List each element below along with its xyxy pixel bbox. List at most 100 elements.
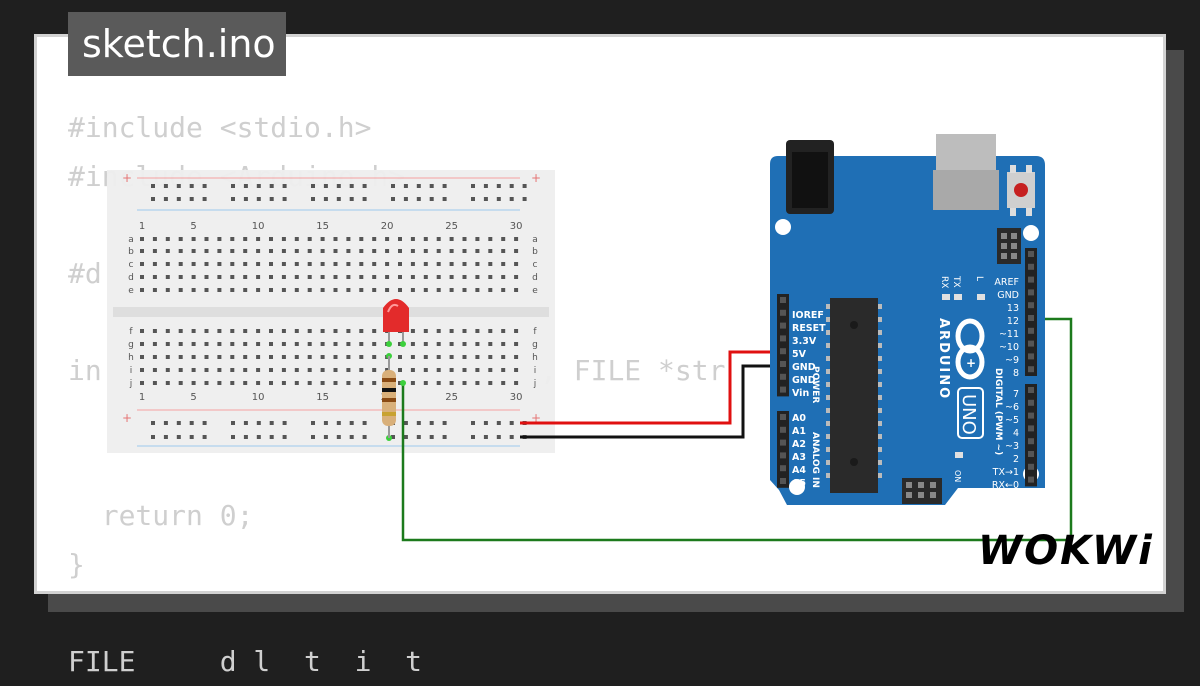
rail-hole — [430, 421, 434, 425]
rail-hole — [484, 421, 488, 425]
breadboard-hole — [153, 262, 157, 266]
breadboard-hole — [501, 355, 505, 359]
header-pin — [780, 465, 786, 471]
onboard-led-label: TX — [951, 275, 961, 288]
rail-hole — [484, 197, 488, 201]
breadboard-hole — [192, 262, 196, 266]
breadboard-hole — [385, 288, 389, 292]
breadboard-hole — [153, 275, 157, 279]
breadboard-hole — [501, 329, 505, 333]
breadboard-hole — [463, 342, 467, 346]
breadboard-hole — [269, 249, 273, 253]
breadboard-hole — [308, 237, 312, 241]
breadboard-hole — [205, 342, 209, 346]
breadboard-hole — [450, 355, 454, 359]
rail-hole — [270, 421, 274, 425]
chip-pin — [878, 317, 882, 322]
breadboard-hole — [334, 275, 338, 279]
breadboard-hole — [463, 237, 467, 241]
breadboard-hole — [192, 237, 196, 241]
chip-pin — [826, 395, 830, 400]
breadboard-hole — [179, 237, 183, 241]
header-pin — [1028, 425, 1034, 431]
chip-pin — [878, 330, 882, 335]
header-pin — [780, 323, 786, 329]
onboard-led-label: L — [974, 276, 984, 281]
breadboard-hole — [256, 368, 260, 372]
breadboard-hole — [450, 342, 454, 346]
breadboard-hole — [166, 237, 170, 241]
breadboard-hole — [437, 262, 441, 266]
rail-hole — [164, 197, 168, 201]
rail-hole — [324, 184, 328, 188]
breadboard-hole — [153, 249, 157, 253]
column-number: 30 — [510, 392, 523, 403]
sketch-filename-tab[interactable]: sketch.ino — [68, 12, 286, 76]
rail-hole — [190, 435, 194, 439]
row-letter: a — [128, 235, 134, 245]
breadboard-hole — [295, 237, 299, 241]
rail-hole — [270, 197, 274, 201]
row-letter: j — [533, 379, 537, 389]
breadboard-hole — [282, 288, 286, 292]
breadboard-hole — [217, 288, 221, 292]
breadboard-hole — [295, 249, 299, 253]
rail-hole — [510, 435, 514, 439]
rail-hole — [244, 421, 248, 425]
power-pin-label: IOREF — [792, 310, 824, 321]
header-pin — [1028, 477, 1034, 483]
mount-hole — [775, 219, 791, 235]
breadboard-hole — [398, 262, 402, 266]
breadboard-hole — [217, 275, 221, 279]
breadboard-hole — [308, 288, 312, 292]
breadboard-hole — [424, 262, 428, 266]
breadboard-hole — [346, 288, 350, 292]
rail-hole — [350, 435, 354, 439]
breadboard-hole — [205, 381, 209, 385]
chip-pin — [826, 421, 830, 426]
chip-pin — [878, 434, 882, 439]
rail-hole — [203, 184, 207, 188]
breadboard-hole — [488, 275, 492, 279]
icsp-pin — [1011, 233, 1017, 239]
rail-hole — [177, 435, 181, 439]
rail-hole — [270, 184, 274, 188]
rail-hole — [190, 197, 194, 201]
breadboard-hole — [205, 329, 209, 333]
breadboard-hole — [488, 288, 492, 292]
icsp-pin — [1011, 253, 1017, 259]
digital-pin-label: ~11 — [999, 329, 1019, 340]
breadboard-hole — [501, 262, 505, 266]
breadboard-hole — [514, 249, 518, 253]
breadboard-hole — [308, 275, 312, 279]
breadboard-hole — [256, 288, 260, 292]
breadboard-hole — [192, 355, 196, 359]
breadboard-hole — [437, 249, 441, 253]
chip-pin — [826, 330, 830, 335]
rail-hole — [151, 197, 155, 201]
breadboard-hole — [230, 262, 234, 266]
breadboard-hole — [308, 368, 312, 372]
led-pin-dot — [386, 341, 392, 347]
header-pin — [1028, 400, 1034, 406]
breadboard-hole — [166, 368, 170, 372]
column-number: 1 — [139, 221, 145, 232]
header-pin — [1028, 387, 1034, 393]
rail-hole — [363, 435, 367, 439]
chip-pin — [878, 460, 882, 465]
breadboard-hole — [230, 381, 234, 385]
breadboard-hole — [295, 381, 299, 385]
rail-hole — [177, 197, 181, 201]
breadboard-hole — [488, 342, 492, 346]
breadboard-hole — [321, 329, 325, 333]
chip-notch — [850, 321, 858, 329]
digital-pin-label: 8 — [1013, 368, 1019, 379]
rail-hole — [510, 184, 514, 188]
icsp-pin — [918, 482, 924, 488]
breadboard-hole — [179, 342, 183, 346]
breadboard-hole — [179, 381, 183, 385]
breadboard-hole — [282, 381, 286, 385]
wire-pin-dot — [400, 380, 406, 386]
rail-hole — [151, 421, 155, 425]
breadboard-hole — [501, 288, 505, 292]
